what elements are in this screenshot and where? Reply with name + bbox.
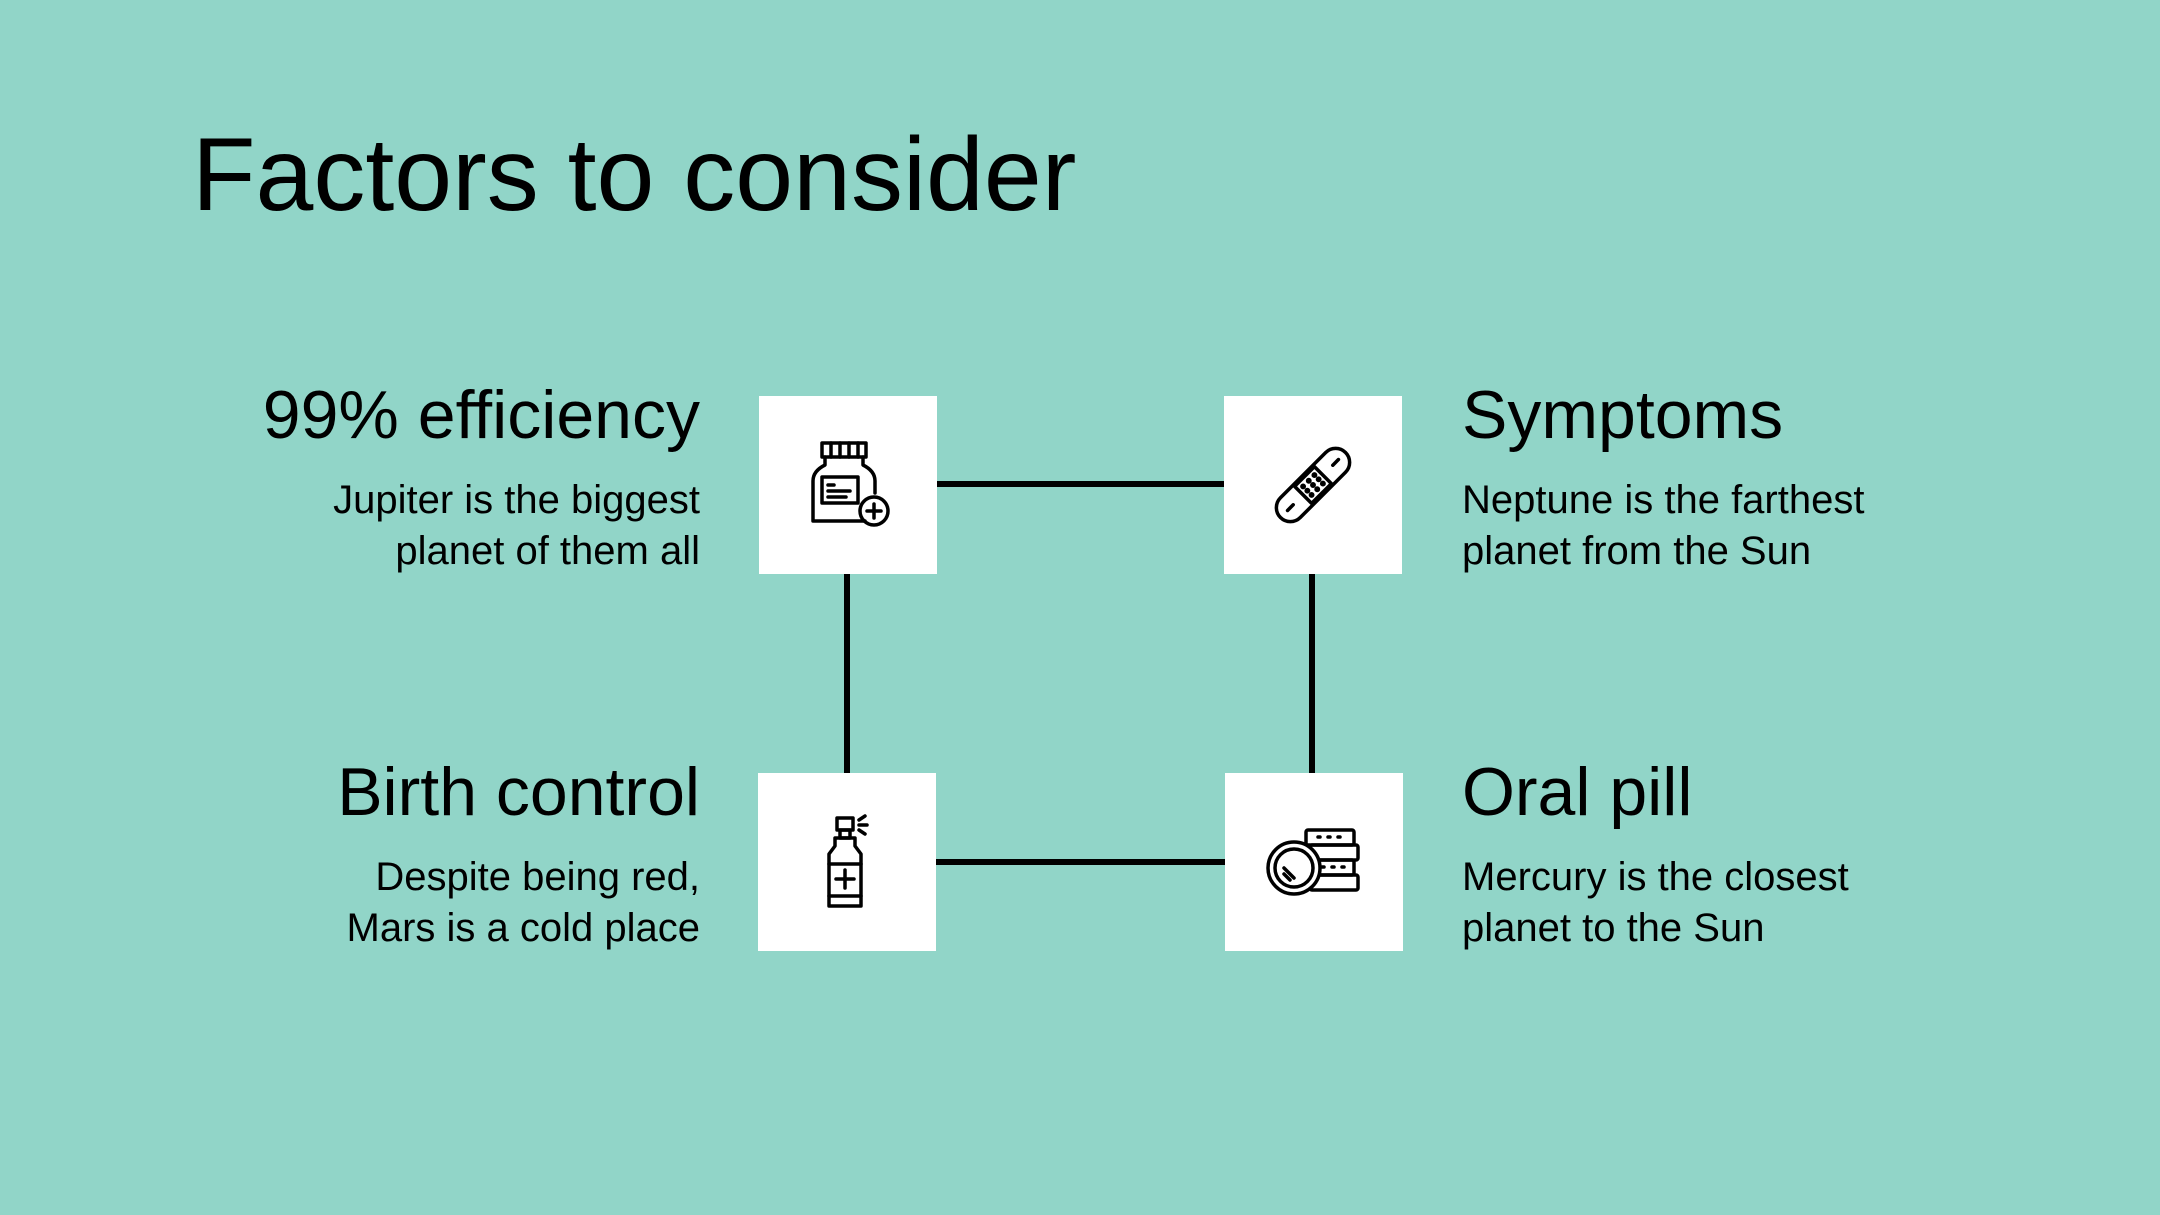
factor-title: Birth control	[337, 754, 700, 830]
icon-box-birth-control	[758, 773, 936, 951]
factor-oral-pill: Oral pill Mercury is the closest planet …	[1462, 755, 2002, 953]
factor-symptoms: Symptoms Neptune is the farthest planet …	[1462, 378, 2002, 576]
factor-description: Neptune is the farthest planet from the …	[1462, 475, 2002, 577]
slide-title: Factors to consider	[192, 117, 1077, 233]
connector-left	[844, 573, 850, 773]
factor-description-line: planet to the Sun	[1462, 905, 1765, 950]
factor-title: Symptoms	[1462, 377, 1784, 453]
connector-right	[1309, 573, 1315, 773]
factor-description-line: planet of them all	[395, 528, 700, 573]
factor-description: Mercury is the closest planet to the Sun	[1462, 852, 2002, 954]
connector-bottom	[936, 859, 1225, 865]
factor-description-line: planet from the Sun	[1462, 528, 1812, 573]
spray-bottle-icon	[827, 814, 869, 908]
icon-box-oral-pill	[1225, 773, 1403, 951]
connector-top	[937, 481, 1224, 487]
factor-description-line: Mars is a cold place	[346, 905, 700, 950]
icon-box-efficiency	[759, 396, 937, 574]
factor-birth-control: Birth control Despite being red, Mars is…	[160, 755, 700, 953]
factor-description-line: Jupiter is the biggest	[333, 477, 700, 522]
factor-description-line: Despite being red,	[375, 854, 700, 899]
bandage-icon	[1274, 446, 1352, 524]
factor-description-line: Neptune is the farthest	[1462, 477, 1865, 522]
icon-box-symptoms	[1224, 396, 1402, 574]
factor-description: Jupiter is the biggest planet of them al…	[160, 475, 700, 577]
factor-description: Despite being red, Mars is a cold place	[160, 852, 700, 954]
pills-icon	[1266, 828, 1360, 896]
factor-title: Oral pill	[1462, 754, 1693, 830]
factor-description-line: Mercury is the closest	[1462, 854, 1849, 899]
medicine-bottle-icon	[811, 441, 890, 527]
factor-title: 99% efficiency	[262, 377, 700, 453]
factor-efficiency: 99% efficiency Jupiter is the biggest pl…	[160, 378, 700, 576]
